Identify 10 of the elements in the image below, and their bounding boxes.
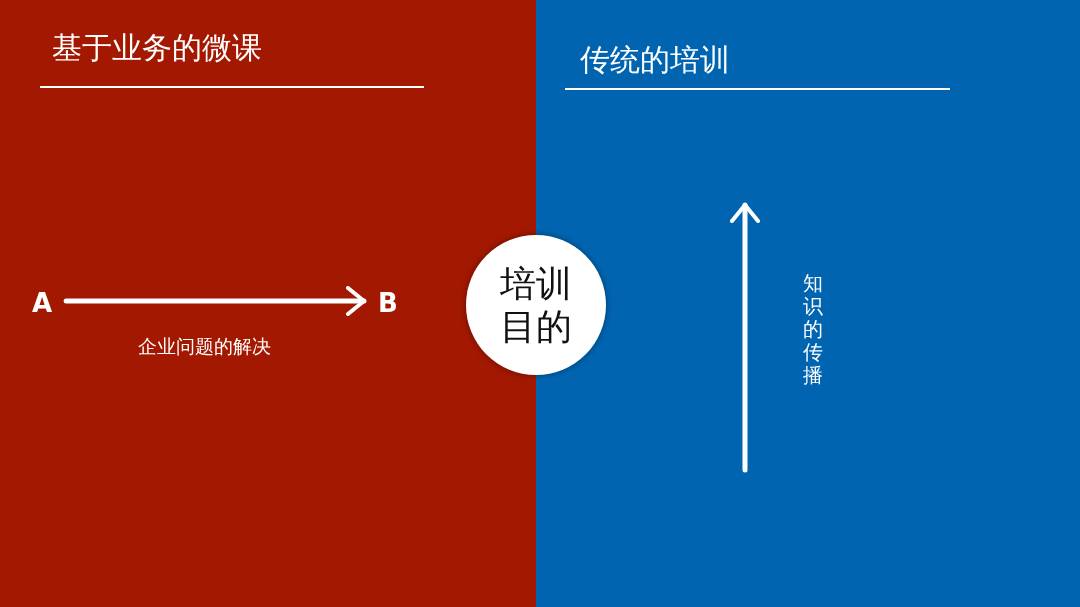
vertical-label: 知识的传播 bbox=[802, 272, 823, 387]
panel-background bbox=[0, 0, 536, 607]
panel-background bbox=[536, 0, 1080, 607]
panel-heading: 基于业务的微课 bbox=[52, 30, 262, 66]
point-label: B bbox=[378, 290, 398, 316]
edge-label: 企业问题的解决 bbox=[137, 334, 271, 359]
point-label: A bbox=[32, 290, 53, 316]
circle-text: 培训目的 bbox=[499, 261, 573, 349]
panel-heading: 传统的培训 bbox=[580, 42, 730, 78]
arrow bbox=[63, 286, 367, 316]
